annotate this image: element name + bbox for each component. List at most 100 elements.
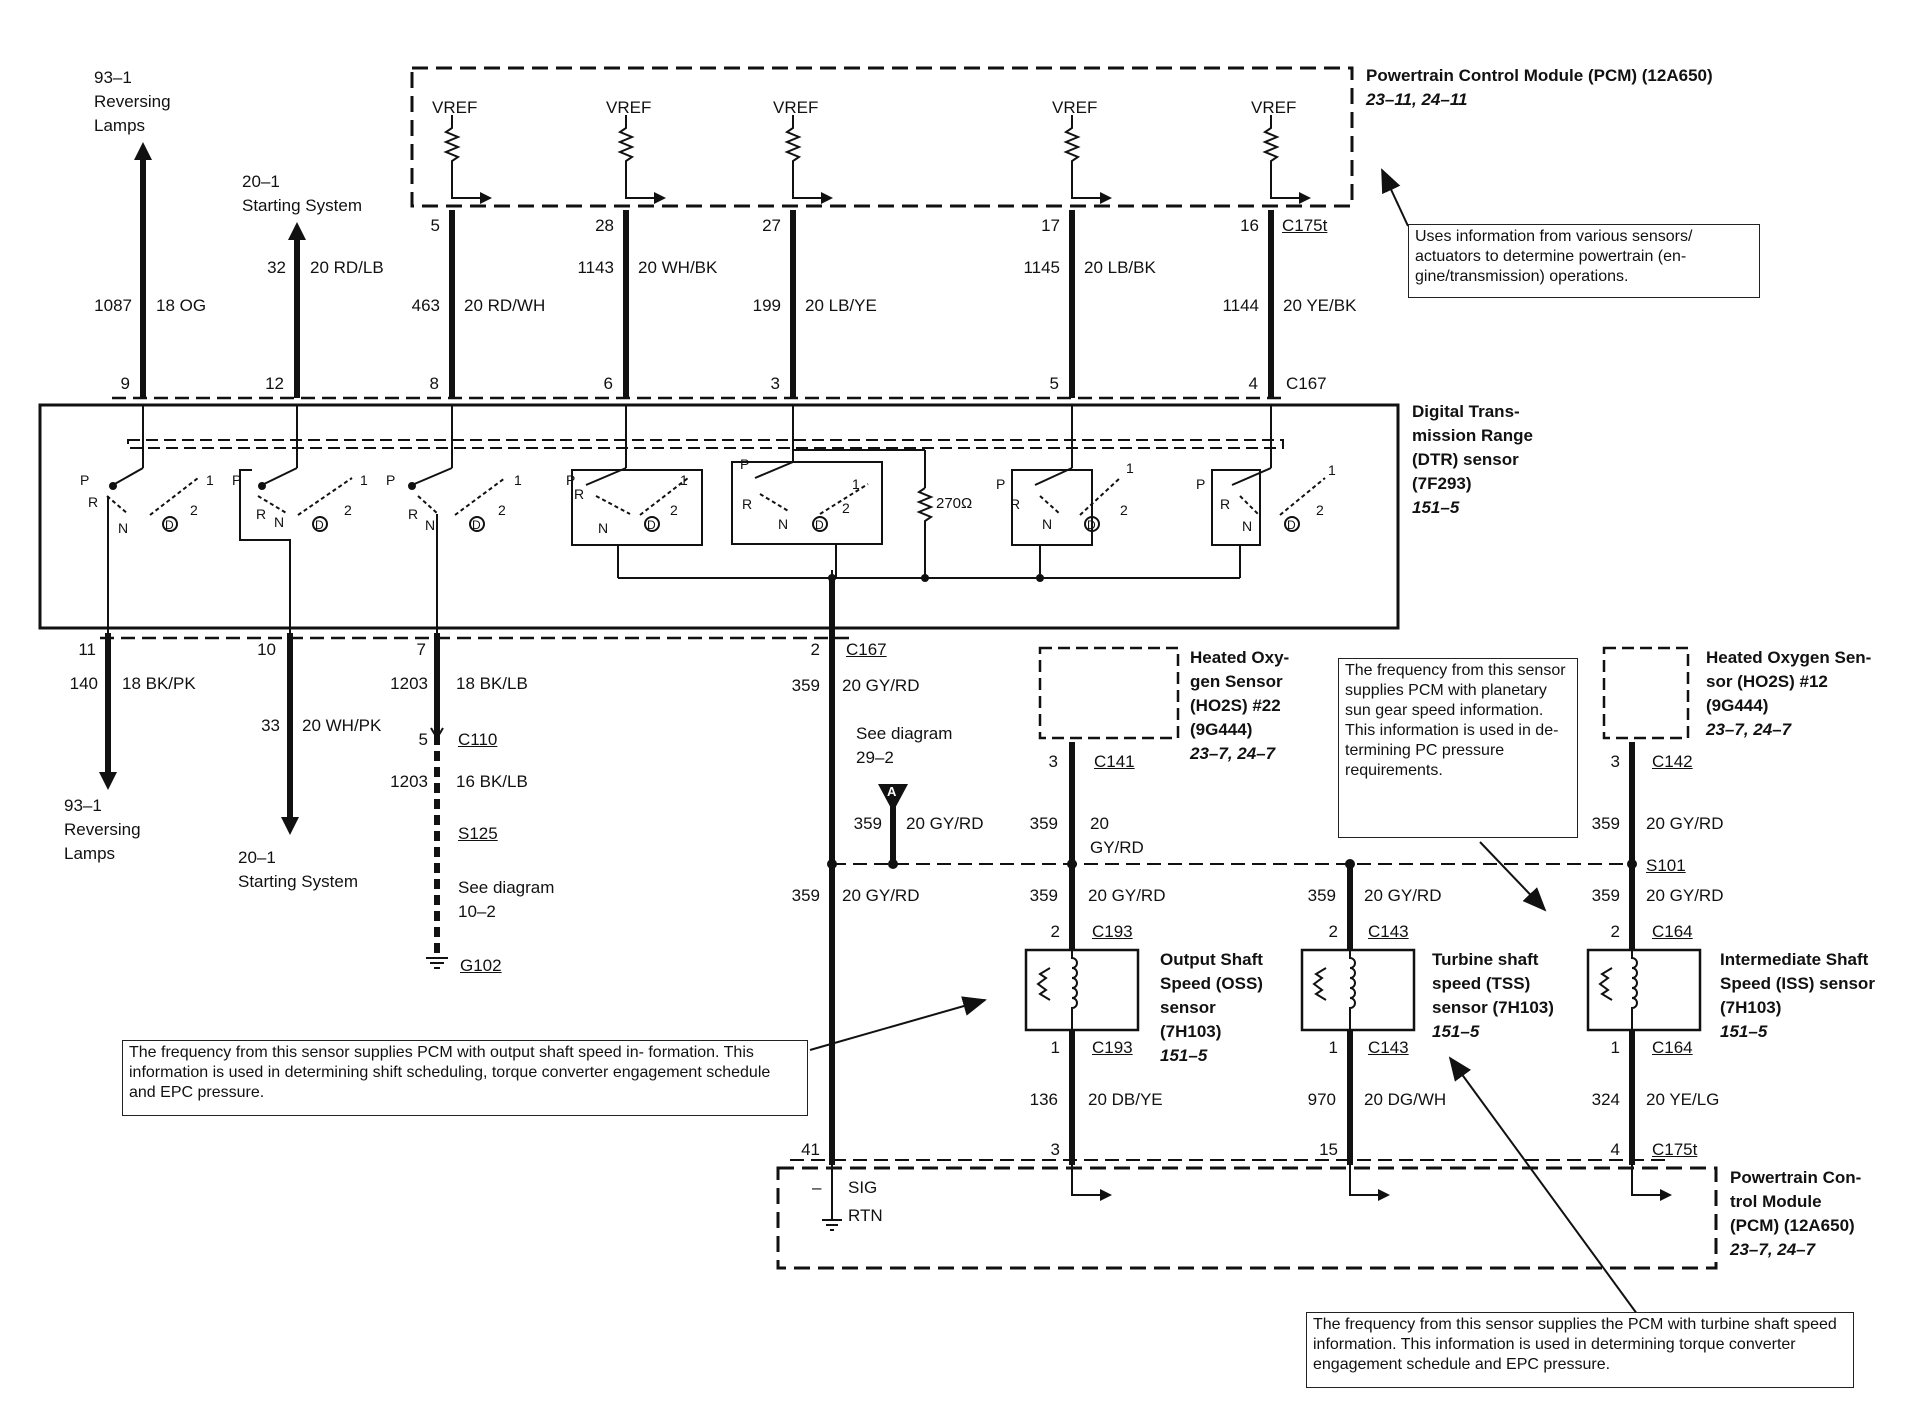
switch-n: N [1242,518,1253,534]
starting-top-label: Starting System [242,196,362,215]
switch-d: D [315,518,324,532]
pcm-bottom-title: trol Module [1730,1192,1822,1211]
wire-color: 18 BK/PK [122,674,196,693]
vref-label: VREF [606,98,652,117]
switch-d: D [647,518,656,532]
iss-pin-out: 1 [1610,1038,1620,1057]
tss-conn-in: C143 [1368,922,1409,941]
switch-n: N [598,520,609,536]
ho2s-12-circuit: 359 [1591,814,1620,833]
oss-title: Speed (OSS) [1160,974,1263,993]
ho2s-22-pin: 3 [1048,752,1058,771]
starting-bottom-label: Starting System [238,872,358,891]
ho2s-22-title: (HO2S) #22 [1190,696,1281,715]
switch-2: 2 [842,500,850,516]
junction-dot [921,574,929,582]
tss-in-color: 20 GY/RD [1364,886,1442,905]
switch-1: 1 [1126,460,1134,476]
tss-callout: The frequency from this sensor supplies … [1306,1312,1854,1388]
pcm-top-refs: 23–11, 24–11 [1366,90,1468,109]
iss-in-circuit: 359 [1591,886,1620,905]
dtr-pin: 4 [1248,374,1258,393]
oss-out-circuit: 136 [1029,1090,1058,1109]
tss-title: sensor (7H103) [1432,998,1554,1017]
wire-circuit: 1203 [390,674,428,693]
iss-refs: 151–5 [1720,1022,1768,1041]
switch-r: R [88,494,99,510]
ho2s-12-title: sor (HO2S) #12 [1706,672,1828,691]
wire-color: 20 RD/LB [310,258,384,277]
switch-r: R [408,506,419,522]
sensor-wires [1069,742,1635,1165]
tss-refs: 151–5 [1432,1022,1480,1041]
starting-top-num: 20–1 [242,172,280,191]
switch-d: D [165,518,174,532]
wire-color: 20 GY/RD [842,676,920,695]
dtr-pin: 3 [770,374,780,393]
switch-d: D [815,518,824,532]
switch-p: P [566,472,576,488]
switch-2: 2 [670,502,678,518]
wire-color: 20 WH/BK [638,258,718,277]
dtr-box [38,403,1400,630]
arrow-reversing-down [99,772,117,790]
iss-conn-out: C164 [1652,1038,1693,1057]
wire-color: 20 YE/BK [1283,296,1357,315]
diagram-a-badge: A [887,784,897,799]
ho2s-22-refs: 23–7, 24–7 [1190,744,1276,763]
tss-conn-out: C143 [1368,1038,1409,1057]
pcm-pin: 5 [430,216,440,235]
ho2s-12-pin: 3 [1610,752,1620,771]
wire-circuit: 32 [267,258,286,277]
oss-title: Output Shaft [1160,950,1263,969]
wire-color: 20 RD/WH [464,296,546,315]
wire-circuit: 1145 [1023,258,1060,277]
oss-pin-out: 1 [1050,1038,1060,1057]
vref-label: VREF [773,98,819,117]
oss-in-color: 20 GY/RD [1088,886,1166,905]
oss-callout: The frequency from this sensor supplies … [122,1040,808,1116]
see-diagram: See diagram [856,724,953,743]
junction-dot [1036,574,1044,582]
switch-n: N [425,517,436,533]
wire-circuit: 140 [69,674,98,693]
switch-2: 2 [344,502,352,518]
c110-pin: 5 [418,730,428,749]
dtr-title: (7F293) [1412,474,1472,493]
reversing-bottom-l2: Lamps [64,844,116,863]
reversing-top-l2: Lamps [94,116,146,135]
ho2s-12-title: Heated Oxygen Sen- [1706,648,1872,667]
oss-refs: 151–5 [1160,1046,1208,1065]
pcm-bottom-connector: C175t [1652,1140,1698,1159]
ho2s-12-refs: 23–7, 24–7 [1706,720,1792,739]
oss-title: (7H103) [1160,1022,1222,1041]
starting-bottom-num: 20–1 [238,848,276,867]
junction-dot [827,859,837,869]
oss-pin-in: 2 [1050,922,1060,941]
switch-2: 2 [498,502,506,518]
wire-color: 20 WH/PK [302,716,382,735]
wire-color: 20 LB/YE [805,296,877,315]
ho2s-12-title: (9G444) [1706,696,1769,715]
speed-sensor-boxes [1024,948,1702,1032]
c110-connector [430,727,444,740]
tss-pcm-pin: 15 [1319,1140,1338,1159]
dtr-pin-bottom: 2 [810,640,820,659]
switch-2: 2 [1120,502,1128,518]
junction-dot [1627,859,1637,869]
reversing-top-l1: Reversing [94,92,171,111]
diagram-a-badge-shape [878,784,908,812]
dtr-title: (DTR) sensor [1412,450,1519,469]
dtr-pin: 5 [1049,374,1059,393]
wire-circuit: 359 [791,676,820,695]
see-diagram: See diagram [458,878,555,897]
switch-p: P [232,472,242,488]
dtr-pin: 6 [603,374,613,393]
vref-taps [480,192,1311,204]
dtr-pin-bottom: 7 [416,640,426,659]
c110-label: C110 [458,730,498,749]
wire-circuit: 1203 [390,772,428,791]
switch-p: P [80,472,90,488]
switch-1: 1 [680,472,688,488]
